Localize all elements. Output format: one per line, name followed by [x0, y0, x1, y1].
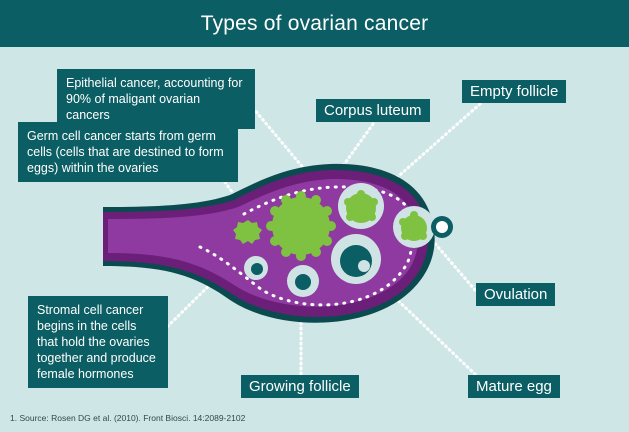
edge-follicle [393, 206, 435, 248]
growing-follicle-label: Growing follicle [241, 375, 359, 398]
leader-epithelial [251, 106, 307, 172]
mature-follicle [331, 234, 381, 284]
germ-cell [233, 220, 262, 244]
empty-follicle-label: Empty follicle [462, 80, 567, 103]
growing-follicle-2 [287, 265, 319, 297]
mature-egg-label: Mature egg [468, 375, 560, 398]
epithelial-callout: Epithelial cancer, accounting for 90% of… [57, 69, 255, 129]
empty-follicle [338, 183, 384, 229]
germ-cell-callout: Germ cell cancer starts from germ cells … [18, 122, 238, 182]
corpus-luteum [266, 191, 336, 261]
page-title: Types of ovarian cancer [0, 0, 629, 47]
stromal-callout: Stromal cell cancer begins in the cells … [28, 296, 168, 388]
corpus-luteum-label: Corpus luteum [316, 99, 430, 122]
leader-ovulation [430, 238, 477, 292]
growing-follicle-1 [244, 256, 268, 280]
ovulation-label: Ovulation [476, 283, 556, 306]
ovulated-egg [431, 216, 453, 238]
ovary-lining-dots [198, 185, 413, 307]
source-citation: 1. Source: Rosen DG et al. (2010). Front… [10, 413, 246, 423]
